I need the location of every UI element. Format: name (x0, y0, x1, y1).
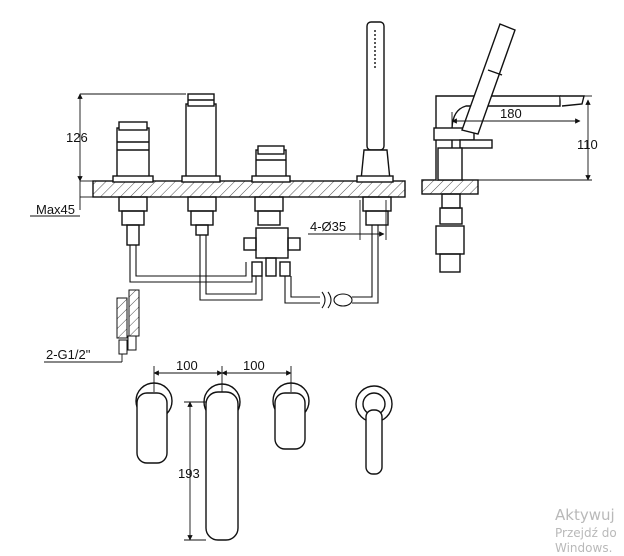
hand-shower-side (461, 23, 516, 135)
watermark-line-3: Windows. (555, 541, 612, 555)
dim-height-110: 110 (577, 137, 598, 152)
plan-hand-shower (355, 385, 393, 475)
plan-view (135, 382, 393, 541)
plan-handle-left (135, 382, 173, 464)
watermark-line-1: Aktywuj (555, 506, 615, 524)
dim-reach-180: 180 (500, 106, 522, 121)
side-elevation (421, 23, 585, 273)
dimension-lines (30, 93, 592, 541)
dim-hole-diameter: 4-Ø35 (310, 219, 346, 234)
front-elevation (92, 21, 406, 355)
spout-front (181, 93, 221, 183)
mixer-handle-right (251, 145, 291, 183)
dim-connection: 2-G1/2" (46, 347, 91, 362)
hand-shower-front (356, 21, 394, 183)
deck-side (421, 179, 479, 195)
under-deck-bodies (118, 196, 392, 246)
dim-spacing-left: 100 (176, 358, 198, 373)
dim-spout-length: 193 (178, 466, 200, 481)
dim-height-126: 126 (66, 130, 88, 145)
dimension-labels: 126 Max45 4-Ø35 180 110 2-G1/2" 100 100 … (36, 106, 598, 481)
deck-front (92, 180, 406, 198)
activation-watermark: Aktywuj Przejdź do Windows. (555, 506, 617, 555)
watermark-line-2: Przejdź do (555, 526, 617, 540)
mixer-handle-left (112, 121, 154, 183)
plan-spout (203, 383, 241, 541)
dim-max45: Max45 (36, 202, 75, 217)
plan-handle-right (272, 382, 310, 450)
supply-hoses (116, 289, 140, 355)
hoses (129, 225, 379, 309)
diverter-block (243, 227, 301, 277)
dim-spacing-right: 100 (243, 358, 265, 373)
